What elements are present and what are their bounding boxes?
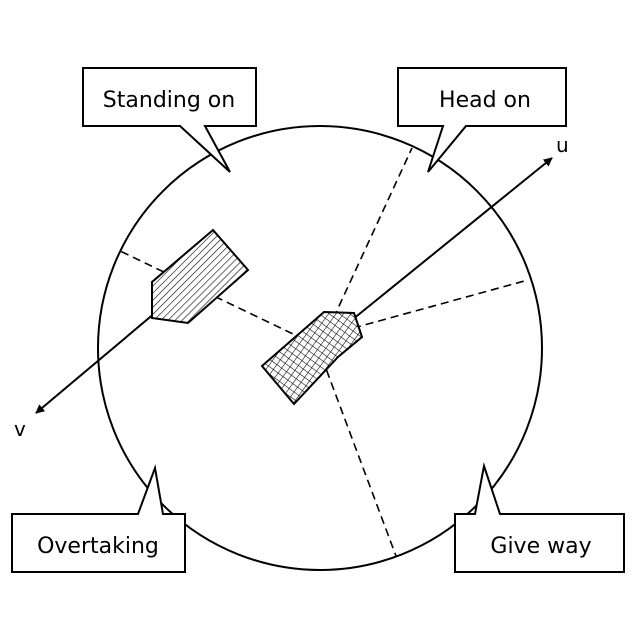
label-give-way: Give way [490, 534, 591, 559]
label-overtaking: Overtaking [37, 534, 159, 559]
axis-label-v: v [14, 417, 26, 441]
label-head-on: Head on [439, 88, 531, 113]
axis-label-u: u [556, 133, 569, 157]
label-standing-on: Standing on [103, 88, 235, 113]
callout-give-way: Give way [455, 466, 624, 572]
